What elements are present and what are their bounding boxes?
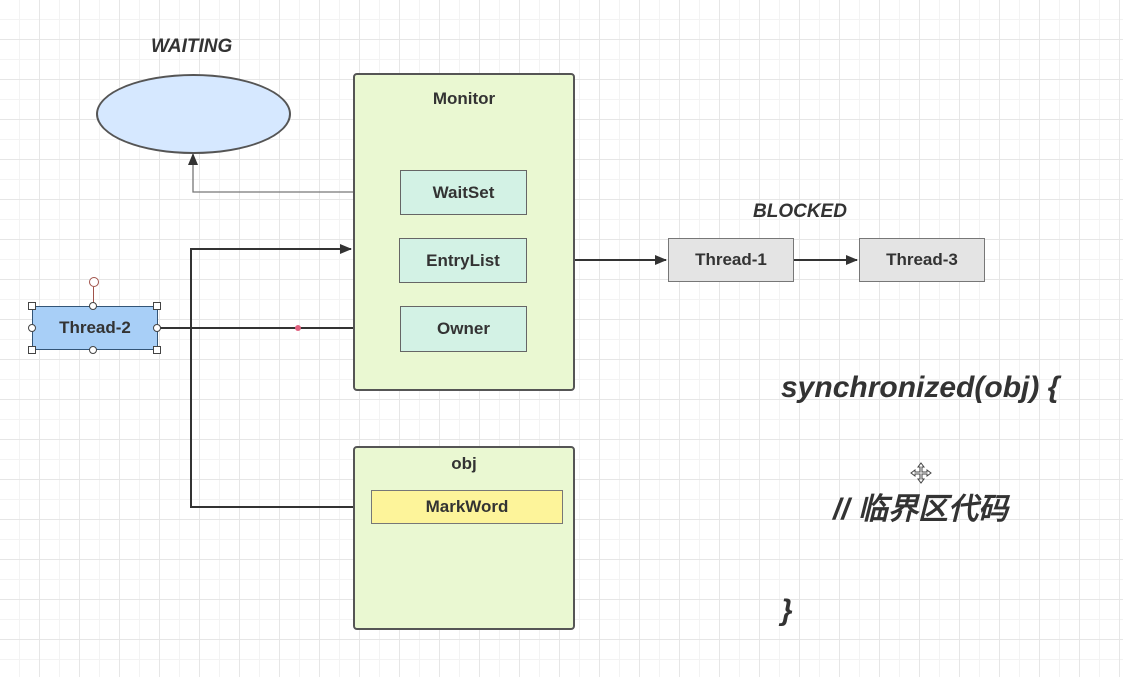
selection-handle-w[interactable] [28, 324, 36, 332]
selection-handle-n[interactable] [89, 302, 97, 310]
selection-rotate-line [93, 287, 94, 303]
markword-label: MarkWord [425, 497, 509, 516]
selection-handle-e[interactable] [153, 324, 161, 332]
rotate-handle[interactable] [89, 277, 99, 287]
selection-handle-ne[interactable] [153, 302, 161, 310]
connector-midpoint [295, 325, 301, 331]
waitset-to-waiting-arrow [188, 153, 400, 193]
entrylist-node[interactable]: EntryList [399, 238, 527, 283]
owner-label: Owner [437, 319, 490, 338]
waitset-label: WaitSet [432, 182, 495, 202]
selection-handle-s[interactable] [89, 346, 97, 354]
markword-to-monitor-arrow [190, 244, 370, 508]
thread1-node[interactable]: Thread-1 [668, 238, 794, 282]
thread2-label: Thread-2 [59, 318, 131, 337]
waiting-ellipse[interactable] [96, 74, 291, 154]
thread1-label: Thread-1 [695, 250, 767, 269]
thread2-node[interactable]: Thread-2 [32, 306, 158, 350]
obj-title: obj [451, 454, 477, 473]
waitset-node[interactable]: WaitSet [400, 170, 527, 215]
move-cursor-icon [910, 462, 932, 484]
selection-handle-nw[interactable] [28, 302, 36, 310]
markword-node[interactable]: MarkWord [371, 490, 563, 524]
thread3-node[interactable]: Thread-3 [859, 238, 985, 282]
code-line-synchronized: synchronized(obj) { [781, 371, 1060, 404]
obj-container[interactable]: obj [353, 446, 575, 630]
owner-node[interactable]: Owner [400, 306, 527, 352]
selection-handle-se[interactable] [153, 346, 161, 354]
selection-handle-sw[interactable] [28, 346, 36, 354]
code-line-closing-brace: } [781, 594, 793, 627]
blocked-label: BLOCKED [753, 201, 847, 222]
code-line-comment: // 临界区代码 [833, 493, 1009, 526]
entrylist-label: EntryList [426, 250, 500, 270]
monitor-title: Monitor [432, 89, 496, 108]
thread3-label: Thread-3 [886, 250, 958, 269]
waiting-label: WAITING [151, 36, 233, 57]
